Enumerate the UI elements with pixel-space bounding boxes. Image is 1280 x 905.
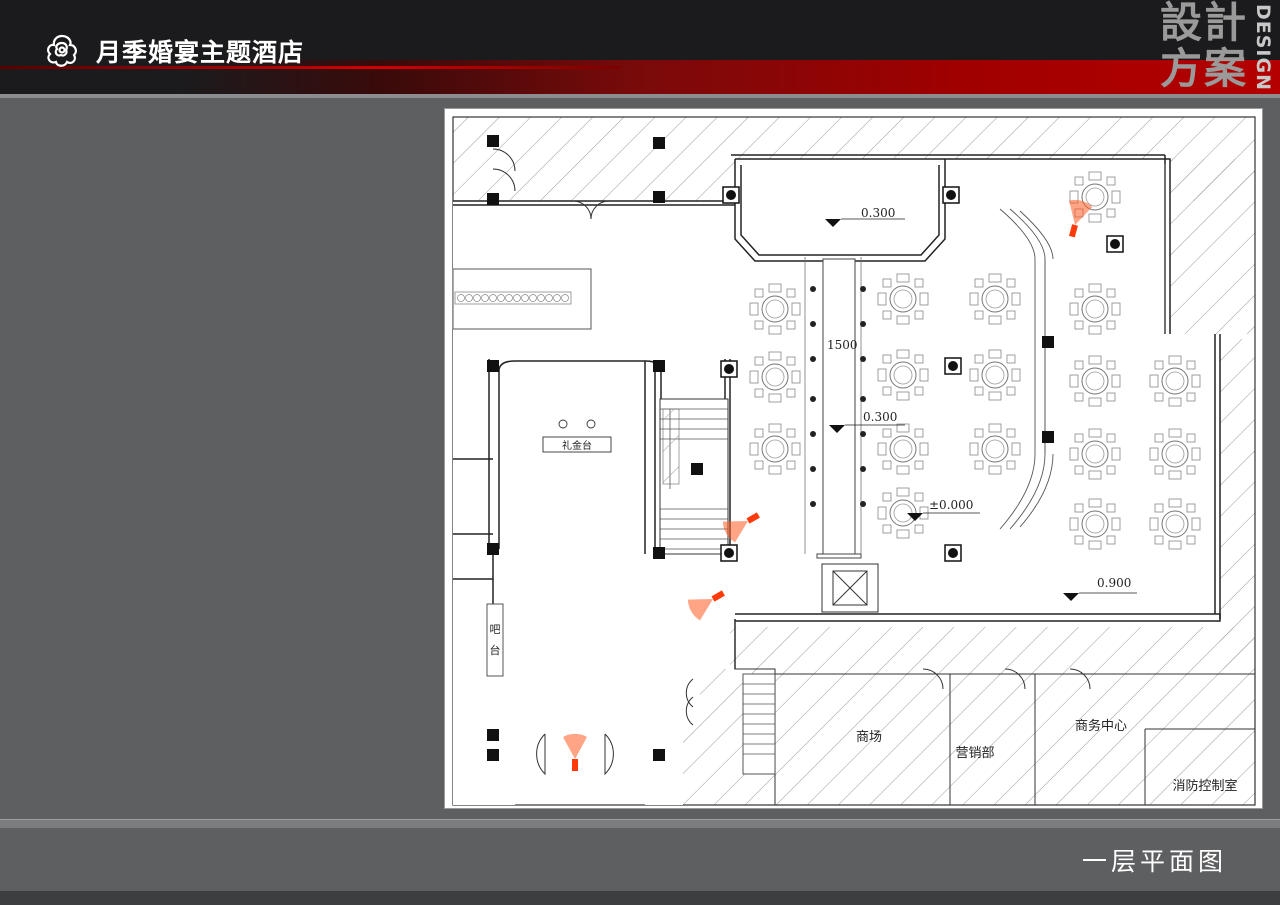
curved-steps	[999, 208, 1054, 530]
floor-plan: 礼金台 吧 台 0.300 0.300 ±0.000 0.900	[452, 116, 1256, 806]
gift-desk-area	[542, 419, 612, 453]
camera-icon	[563, 733, 587, 771]
footer-divider	[0, 819, 1280, 828]
design-plan-badge: 設 計 方 案	[1160, 2, 1278, 94]
hatched-walls	[453, 117, 1255, 805]
badge-design-text: DESIGN	[1252, 4, 1274, 92]
plan-caption: 一层平面图	[1082, 847, 1228, 876]
ground-rooms	[734, 621, 1255, 805]
doors	[492, 148, 1091, 776]
level-stage: 0.300	[861, 206, 895, 220]
room-label-sales: 营销部	[955, 746, 994, 761]
bar-label-char: 台	[490, 643, 501, 657]
room-label-business-center: 商务中心	[1075, 718, 1127, 734]
floor-plan-frame: 礼金台 吧 台 0.300 0.300 ±0.000 0.900	[444, 108, 1263, 809]
level-floor: ±0.000	[929, 498, 973, 512]
gift-desk-label: 礼金台	[562, 439, 592, 452]
level-markers	[825, 218, 1137, 601]
header-divider	[0, 94, 1280, 98]
staircase	[659, 398, 729, 555]
header-red-line	[0, 66, 620, 69]
footer-bar	[0, 891, 1280, 905]
aisle-width-dimension: 1500	[827, 338, 858, 352]
central-aisle	[804, 257, 866, 559]
elevator	[821, 563, 879, 613]
badge-char: 計	[1204, 0, 1247, 47]
decorative-chain	[454, 291, 572, 305]
lower-left-stairs	[742, 673, 776, 775]
level-right-hall: 0.900	[1097, 576, 1131, 590]
bar-label-char: 吧	[490, 623, 501, 636]
hotel-title: 月季婚宴主题酒店	[96, 38, 305, 67]
bar-counter	[486, 603, 504, 677]
room-label-fire-control: 消防控制室	[1172, 778, 1237, 794]
room-label-mall: 商场	[856, 730, 882, 745]
lobby-feature-wall	[452, 268, 592, 330]
badge-char: 案	[1204, 44, 1247, 93]
badge-char: 方	[1160, 44, 1203, 93]
rose-logo-icon	[47, 34, 77, 67]
badge-char: 設	[1160, 0, 1203, 47]
header-red-gradient	[0, 60, 1280, 94]
level-aisle: 0.300	[863, 410, 897, 424]
